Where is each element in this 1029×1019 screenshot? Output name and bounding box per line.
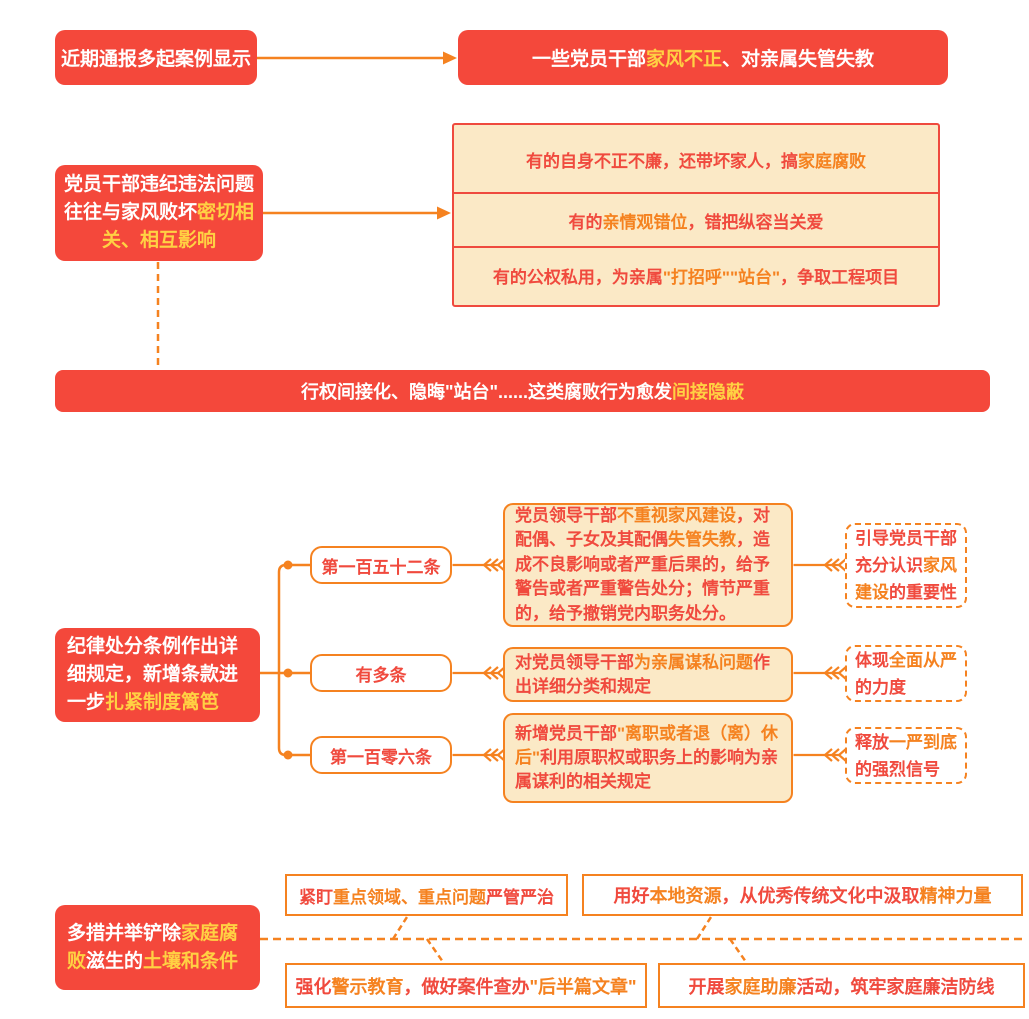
s1-right-box: 一些党员干部家风不正、对亲属失管失教 [458, 30, 948, 85]
s3-desc-box: 对党员领导干部为亲属谋私问题作出详细分类和规定 [503, 647, 793, 702]
banner-box: 行权间接化、隐晦"站台"......这类腐败行为愈发间接隐蔽 [55, 370, 990, 412]
s3-desc-box: 新增党员干部"离职或者退（离）休后"利用原职权或职务上的影响为亲属谋利的相关规定 [503, 713, 793, 803]
s4-left-box: 多措并举铲除家庭腐败滋生的土壤和条件 [55, 905, 260, 990]
s1-left-box: 近期通报多起案例显示 [55, 30, 257, 85]
s1-arrow-icon [257, 51, 457, 65]
s2-arrow-icon [263, 206, 451, 220]
s4-measure-box: 用好本地资源，从优秀传统文化中汲取精神力量 [582, 874, 1023, 916]
s3-pill-article-106: 第一百零六条 [310, 736, 452, 774]
s2-stack-box: 有的自身不正不廉，还带坏家人，搞家庭腐败 有的亲情观错位，错把纵容当关爱 有的公… [452, 123, 940, 307]
s3-pill-multiple-articles: 有多条 [310, 654, 452, 692]
s4-measure-box: 紧盯重点领域、重点问题严管严治 [285, 874, 568, 916]
s3-tree-connector [260, 560, 310, 760]
s4-dashed-connector [260, 916, 1025, 963]
list-item: 有的亲情观错位，错把纵容当关爱 [454, 192, 938, 246]
s3-note-box: 体现全面从严的力度 [845, 645, 967, 702]
s3-left-box: 纪律处分条例作出详细规定，新增条款进一步扎紧制度篱笆 [55, 628, 260, 722]
s4-measure-box: 开展家庭助廉活动，筑牢家庭廉洁防线 [658, 963, 1025, 1008]
s3-pill-article-152: 第一百五十二条 [310, 546, 452, 584]
list-item: 有的公权私用，为亲属"打招呼""站台"，争取工程项目 [454, 246, 938, 303]
s4-measure-box: 强化警示教育，做好案件查办"后半篇文章" [285, 963, 647, 1008]
list-item: 有的自身不正不廉，还带坏家人，搞家庭腐败 [526, 152, 866, 171]
s3-desc-box: 党员领导干部不重视家风建设，对配偶、子女及其配偶失管失教，造成不良影响或者严重后… [503, 503, 793, 627]
s2-left-box: 党员干部违纪违法问题往往与家风败坏密切相关、相互影响 [55, 165, 263, 261]
s3-chevron-links [452, 558, 847, 762]
s3-note-box: 引导党员干部充分认识家风建设的重要性 [845, 523, 967, 608]
s3-note-box: 释放一严到底的强烈信号 [845, 727, 967, 784]
